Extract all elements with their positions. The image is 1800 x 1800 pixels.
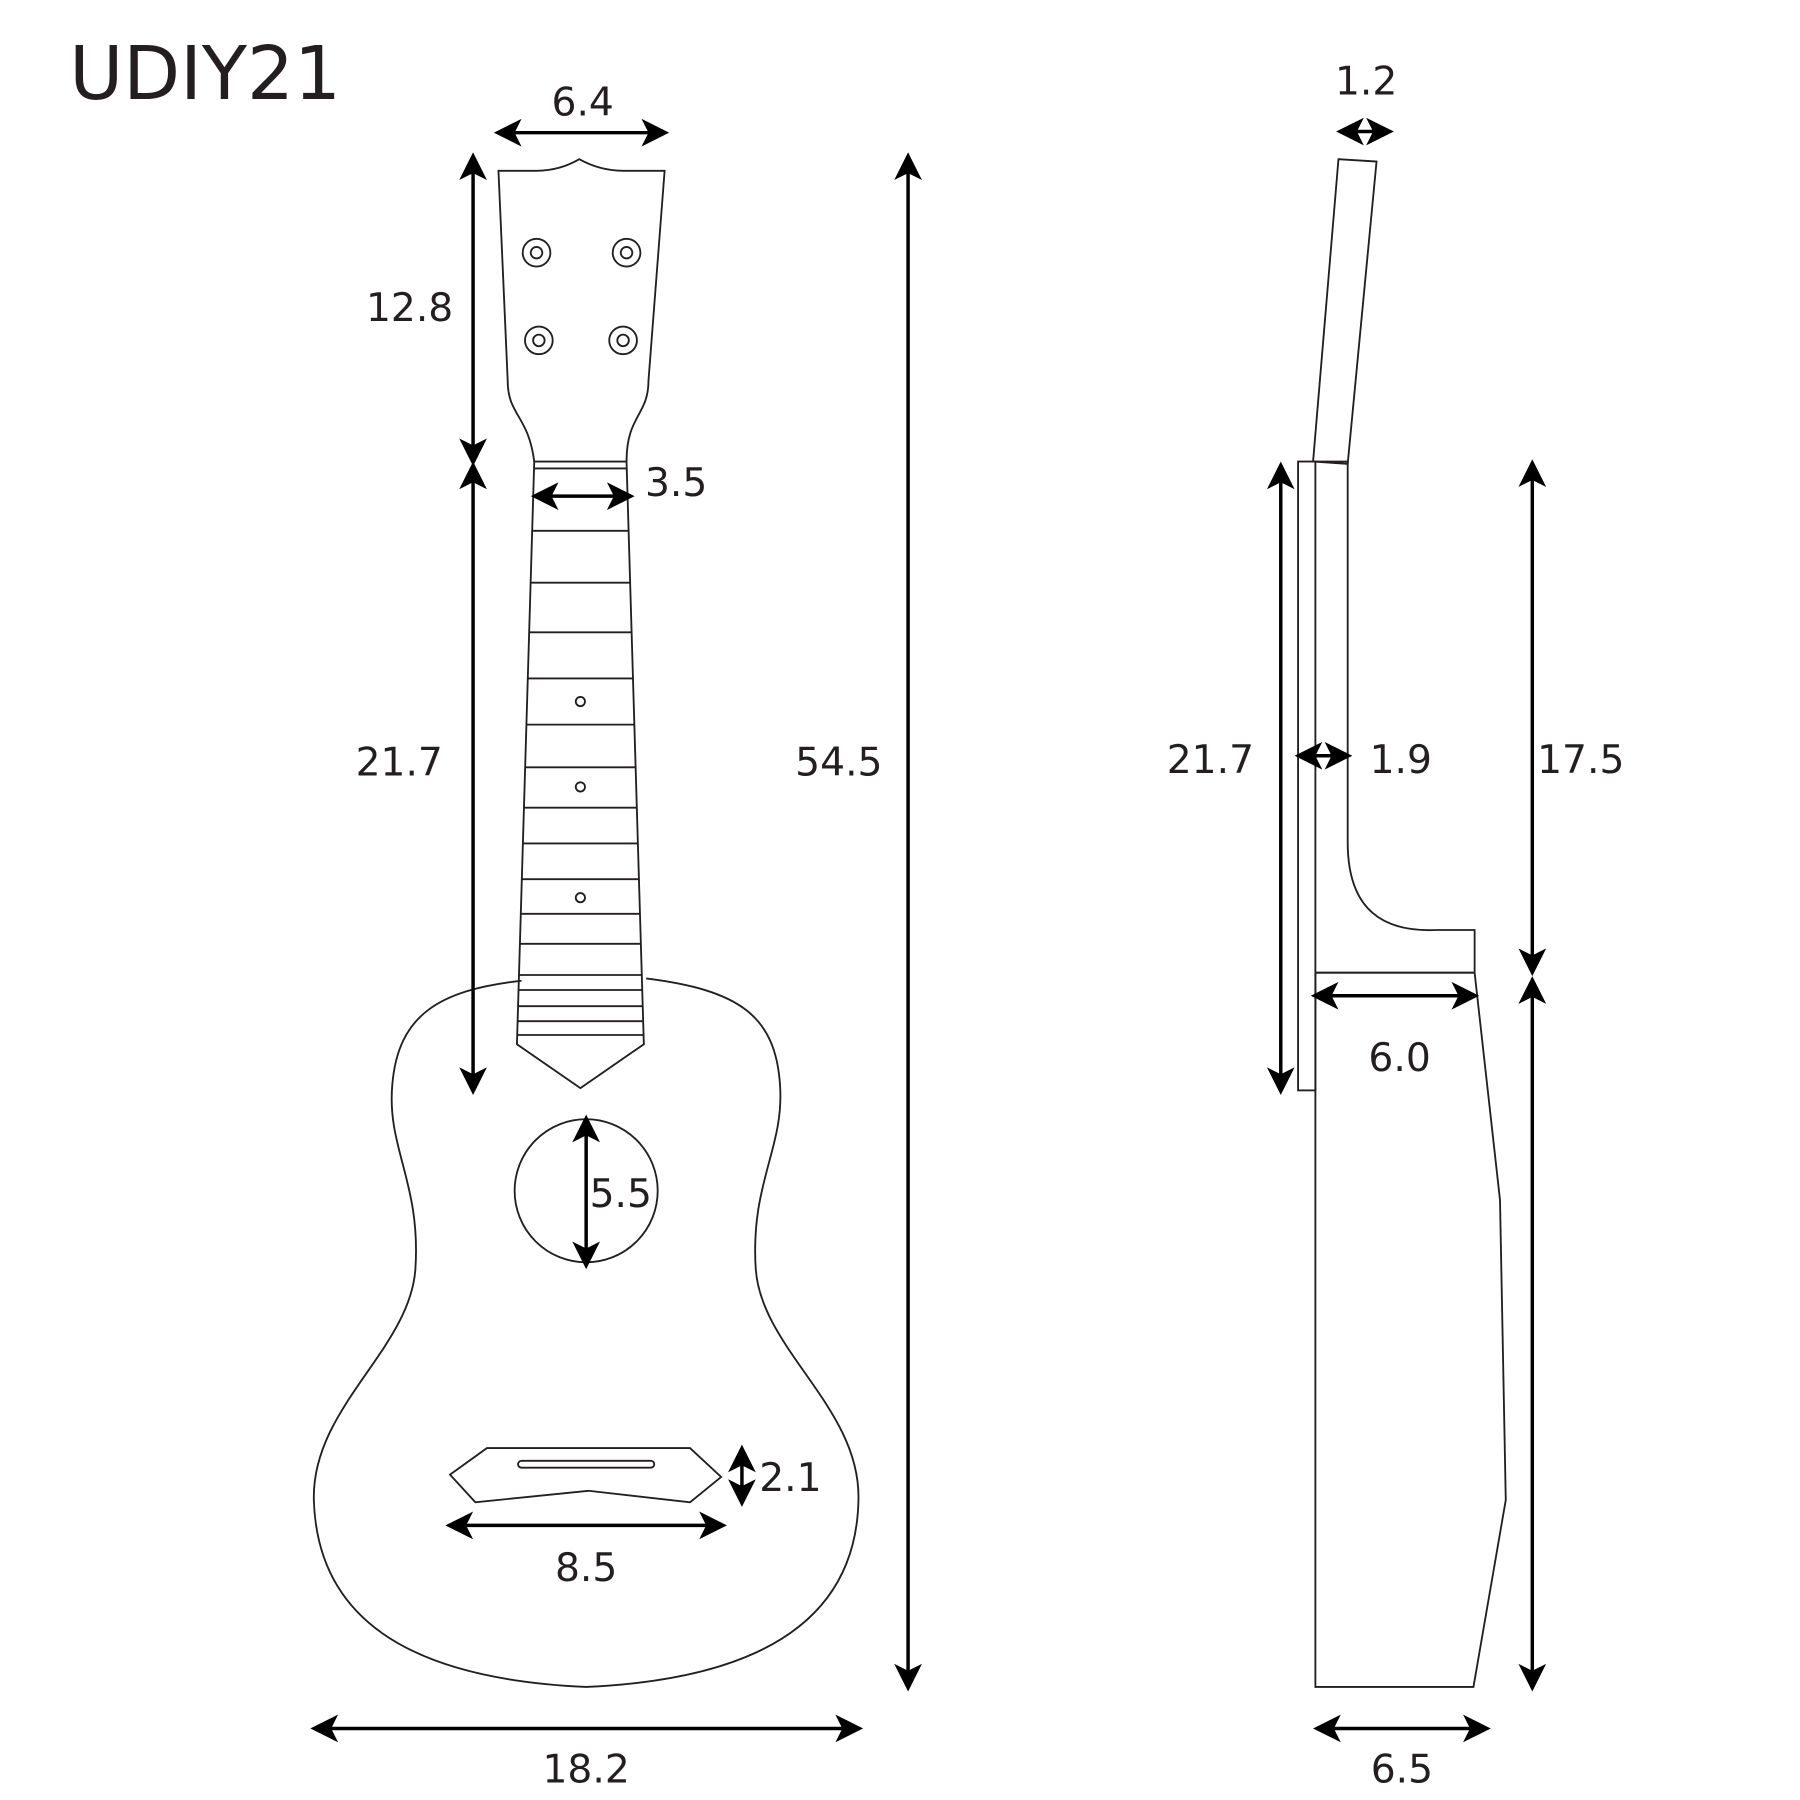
side-neck (1315, 460, 1476, 974)
saddle (517, 1459, 656, 1469)
neck-length-label: 17.5 (1537, 738, 1624, 783)
body-width-label: 18.2 (542, 1748, 629, 1793)
tuning-peg-icon (611, 237, 642, 268)
tuning-pegs (521, 237, 642, 356)
side-fretboard (1297, 460, 1317, 1092)
position-markers (574, 695, 586, 904)
tuning-peg-icon (524, 325, 554, 356)
fret-dot (574, 781, 586, 793)
fretboard-length-label: 21.7 (356, 740, 443, 785)
tuning-peg-icon (608, 325, 638, 356)
headstock-length-label: 12.8 (366, 286, 453, 331)
body-outline (312, 977, 860, 1688)
fret-dot (574, 892, 586, 904)
bridge (448, 1447, 723, 1504)
soundhole-diameter-label: 5.5 (590, 1172, 652, 1217)
headstock-outline (497, 158, 666, 462)
side-body (1314, 971, 1507, 1688)
bridge-height-label: 2.1 (759, 1456, 821, 1501)
fretboard-outline (515, 460, 645, 1090)
nut-width-label: 3.5 (645, 461, 707, 506)
side-fretboard-length-label: 21.7 (1167, 738, 1254, 783)
side-view: 1.2 21.7 1.9 17.5 6.0 6.5 (1167, 60, 1625, 1793)
neck-thickness-label: 1.9 (1370, 738, 1432, 783)
body-depth-bottom-label: 6.5 (1371, 1748, 1433, 1793)
front-view: 6.4 12.8 3.5 21.7 54.5 5.5 2.1 8.5 18.2 (310, 80, 922, 1793)
total-length-label: 54.5 (795, 740, 882, 785)
tuning-peg-icon (521, 237, 552, 268)
side-headstock (1312, 158, 1378, 465)
headstock-width-label: 6.4 (552, 80, 614, 125)
model-title: UDIY21 (69, 31, 341, 117)
headstock-thickness-label: 1.2 (1335, 60, 1397, 105)
bridge-width-label: 8.5 (555, 1546, 617, 1591)
frets (517, 529, 644, 1036)
fret-dot (574, 695, 586, 708)
body-depth-top-label: 6.0 (1368, 1036, 1430, 1081)
